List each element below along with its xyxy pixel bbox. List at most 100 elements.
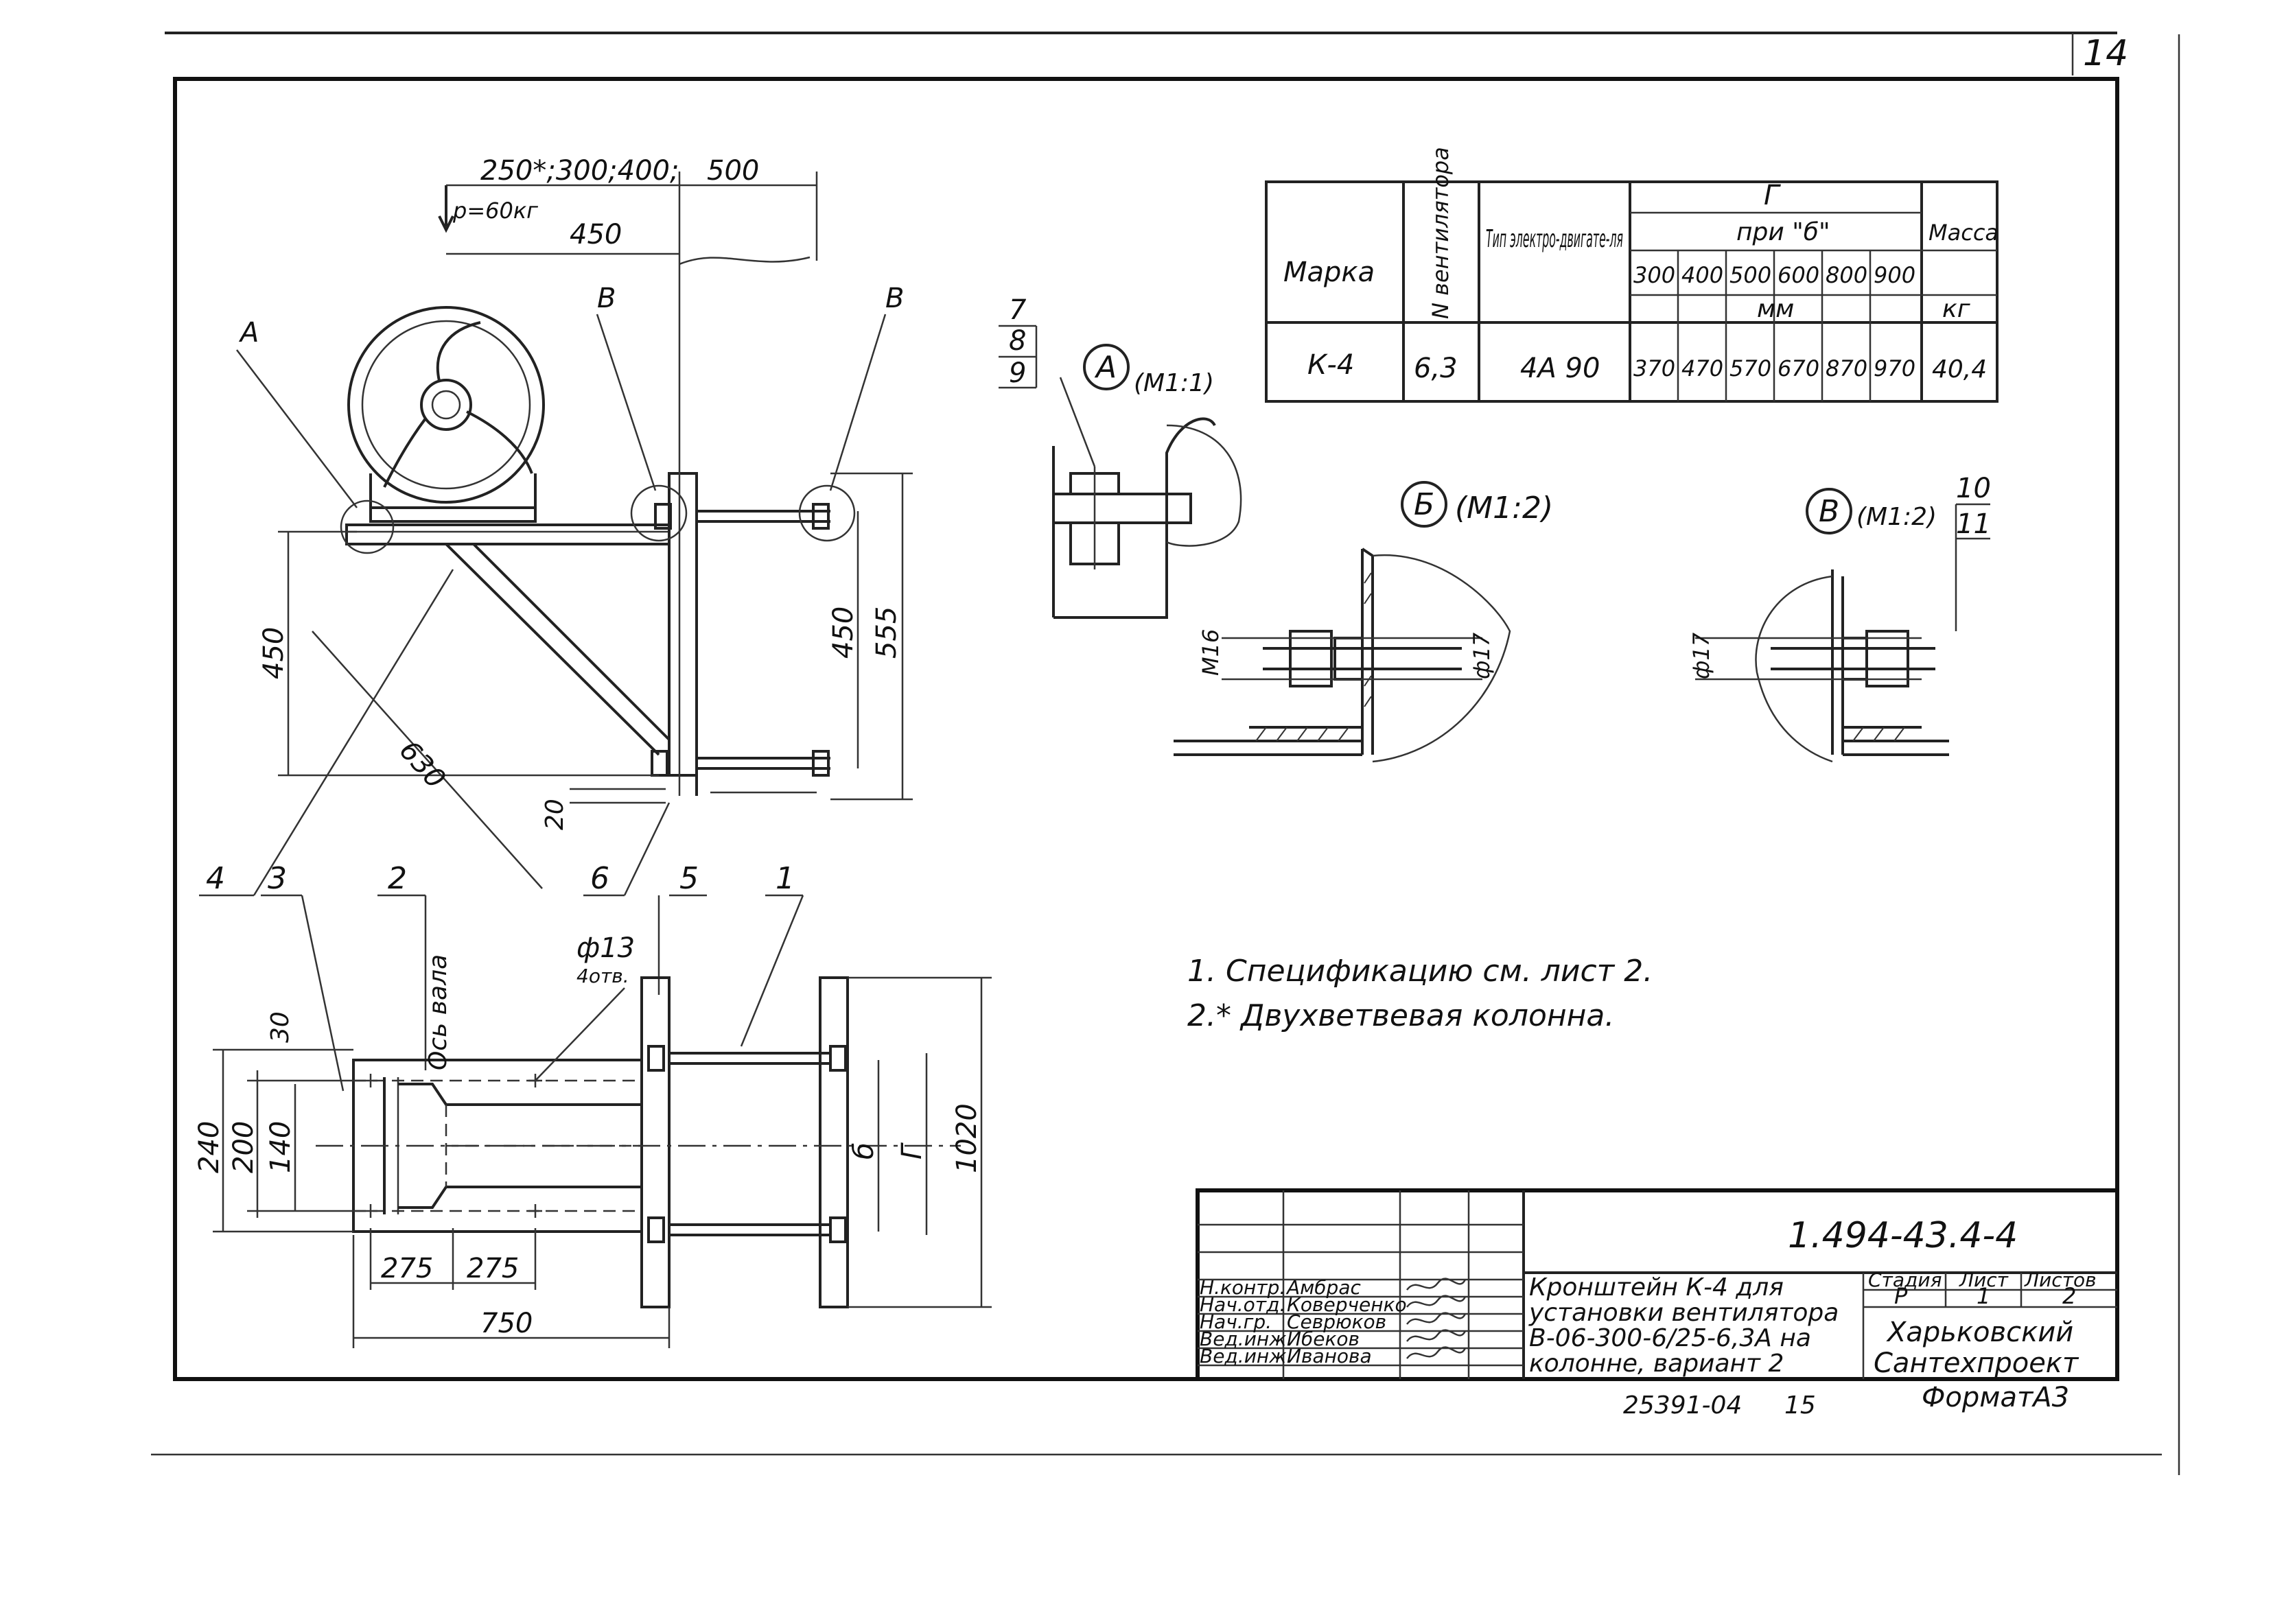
dim-left-450: 450 xyxy=(258,627,290,679)
sheet-label: Лист xyxy=(1959,1269,2009,1291)
dim-275b: 275 xyxy=(467,1253,519,1284)
detail-b-scale: (М1:2) xyxy=(1455,491,1553,526)
dim-top-right: 500 xyxy=(707,155,759,187)
detail-b-bolt: М16 xyxy=(1198,629,1224,676)
spec-header-mm: мм xyxy=(1757,295,1794,323)
dim-630: 630 xyxy=(393,735,452,795)
detail-a-leader-9: 9 xyxy=(1009,357,1026,389)
spec-header-kg: кг xyxy=(1942,295,1971,323)
dim-30: 30 xyxy=(266,1011,294,1043)
page-number: 14 xyxy=(2083,33,2128,74)
spec-b-values: 300 400 500 600 800 900 xyxy=(1633,262,1915,288)
spec-row-mass: 40,4 xyxy=(1932,355,1987,384)
dim-240: 240 xyxy=(194,1121,225,1173)
detail-circle-b xyxy=(630,484,688,542)
signature-role: Вед.инж. xyxy=(1200,1345,1292,1367)
spec-row-g-670: 670 xyxy=(1778,355,1819,381)
position-callouts: 4 3 2 6 5 1 xyxy=(199,569,804,1092)
fan-hub xyxy=(420,379,472,431)
title-line-1: Кронштейн К-4 для xyxy=(1529,1273,1784,1302)
detail-v-letter: В xyxy=(1819,494,1839,529)
hole-diameter: ф13 xyxy=(576,932,635,964)
spec-table xyxy=(1265,180,1998,403)
doc-code: 1.494-43.4-4 xyxy=(1788,1215,2018,1256)
archive-page: 15 xyxy=(1784,1391,1816,1420)
position-label-5: 5 xyxy=(679,861,699,896)
signature-name: Амбрас xyxy=(1285,1276,1361,1299)
dim-1020: 1020 xyxy=(951,1103,983,1173)
sheets-label: Листов xyxy=(2024,1269,2097,1291)
signature-name: Коверченко xyxy=(1287,1293,1407,1316)
dim-g: Г xyxy=(896,1142,928,1160)
detail-b xyxy=(1174,481,1511,763)
dim-750: 750 xyxy=(480,1308,533,1339)
position-label-2: 2 xyxy=(388,861,407,896)
detail-b-letter: Б xyxy=(1414,487,1434,522)
detail-circle-a xyxy=(340,499,395,554)
spec-row-mark: К-4 xyxy=(1307,349,1354,381)
spec-header-at-b: при "б" xyxy=(1736,218,1830,246)
spec-b-600: 600 xyxy=(1778,262,1819,288)
title-line-2: установки вентилятора xyxy=(1528,1299,1839,1327)
detail-v-leader-10: 10 xyxy=(1956,473,1991,504)
signature-name: Севрюков xyxy=(1287,1310,1386,1333)
dim-140: 140 xyxy=(265,1121,296,1173)
callout-b2: В xyxy=(885,283,904,314)
dim-20: 20 xyxy=(541,799,569,830)
spec-row-g-870: 870 xyxy=(1826,355,1867,381)
note-1: 1. Спецификацию см. лист 2. xyxy=(1187,954,1653,989)
position-label-6: 6 xyxy=(590,861,609,896)
shaft-axis-label: Ось вала xyxy=(424,954,452,1070)
note-2: 2.* Двухветвевая колонна. xyxy=(1187,998,1614,1033)
org-line-1: Харьковский xyxy=(1886,1317,2073,1348)
archive-number: 25391-04 xyxy=(1623,1391,1742,1420)
spec-row-g-970: 970 xyxy=(1874,355,1915,381)
spec-header-mass: Масса xyxy=(1928,220,1998,246)
callout-b1: В xyxy=(597,283,616,314)
sheets-value: 2 xyxy=(2062,1283,2076,1309)
plan-view xyxy=(213,976,992,1348)
detail-v-scale: (М1:2) xyxy=(1856,503,1937,531)
spec-header-fan-no: N вентилятора xyxy=(1428,147,1454,319)
signature-role: Нач.гр. xyxy=(1200,1310,1272,1333)
signature-role: Нач.отд. xyxy=(1200,1293,1285,1316)
spec-row-g-470: 470 xyxy=(1681,355,1723,381)
sheet-frame xyxy=(151,32,2180,1475)
spec-header-mark: Марка xyxy=(1283,257,1375,288)
title-block xyxy=(1196,1188,2119,1381)
sheet-value: 1 xyxy=(1977,1283,1990,1309)
load-note: p=60кг xyxy=(452,198,538,224)
spec-header-g: Г xyxy=(1764,180,1781,211)
dim-right-555: 555 xyxy=(871,607,902,659)
spec-row: К-4 6,3 4А 90 370 470 570 670 870 970 40… xyxy=(1307,349,1987,384)
detail-a-marker xyxy=(1083,344,1130,390)
signature-name: Иванова xyxy=(1287,1345,1372,1367)
side-view xyxy=(278,172,913,889)
detail-a xyxy=(999,325,1242,619)
detail-a-leader-7: 7 xyxy=(1009,294,1027,326)
signature-rows: Н.контр. Амбрас Нач.отд. Коверченко Нач.… xyxy=(1200,1276,1467,1367)
spec-b-300: 300 xyxy=(1633,262,1675,288)
org-line-2: Сантехпроект xyxy=(1874,1348,2079,1379)
spec-row-g-570: 570 xyxy=(1729,355,1771,381)
signature-name: Ибеков xyxy=(1287,1328,1360,1350)
spec-b-400: 400 xyxy=(1681,262,1723,288)
detail-b-marker xyxy=(1401,481,1447,528)
dim-b: б xyxy=(848,1142,880,1160)
spec-b-800: 800 xyxy=(1826,262,1867,288)
spec-b-500: 500 xyxy=(1729,262,1771,288)
callout-a: А xyxy=(238,317,259,349)
stage-label: Стадия xyxy=(1868,1269,1942,1291)
position-label-3: 3 xyxy=(268,861,287,896)
detail-v-marker xyxy=(1806,488,1852,534)
stage-value: Р xyxy=(1894,1283,1908,1309)
detail-a-letter: А xyxy=(1094,350,1117,385)
fan-housing xyxy=(347,306,545,504)
position-label-4: 4 xyxy=(206,861,225,896)
sheet-format: ФорматА3 xyxy=(1922,1382,2069,1413)
spec-row-fan-no: 6,3 xyxy=(1414,353,1458,384)
title-line-3: В-06-300-6/25-6,3А на xyxy=(1529,1324,1811,1352)
spec-row-g-370: 370 xyxy=(1633,355,1675,381)
dim-200: 200 xyxy=(228,1121,259,1173)
